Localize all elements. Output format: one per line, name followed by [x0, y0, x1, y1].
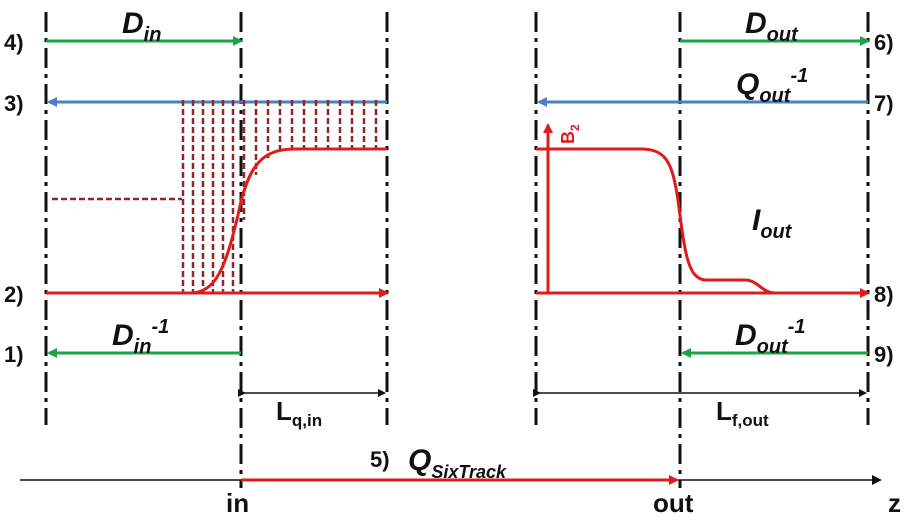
- d-out-inv-label: Dout-1: [735, 316, 806, 358]
- row-number-3: 3): [4, 91, 24, 116]
- out-label: out: [653, 488, 694, 518]
- row-number-6: 6): [874, 30, 894, 55]
- field-fall-curve: [536, 147, 776, 295]
- i-out-label: Iout: [752, 204, 793, 243]
- l-f-out-label: Lf,out: [716, 396, 769, 430]
- b2-label: B2: [558, 124, 582, 144]
- d-in-label: Din: [122, 7, 161, 46]
- q-sixtrack-label: QSixTrack: [408, 444, 507, 482]
- slice-hatching: [52, 100, 378, 293]
- d-out-label: Dout: [745, 7, 799, 46]
- l-q-in-label: Lq,in: [276, 396, 322, 430]
- z-axis-label: z: [888, 488, 901, 518]
- q-out-inv-label: Qout-1: [736, 65, 808, 107]
- field-rise-curve: [189, 147, 387, 295]
- row-number-2: 2): [4, 282, 24, 307]
- row-number-7: 7): [874, 91, 894, 116]
- row-number-5: 5): [370, 447, 390, 472]
- row-number-1: 1): [4, 342, 24, 367]
- boundary-lines: [44, 12, 870, 488]
- in-label: in: [226, 488, 249, 518]
- d-in-inv-label: Din-1: [112, 316, 169, 358]
- row-number-4: 4): [4, 30, 24, 55]
- row-number-9: 9): [874, 342, 894, 367]
- row-number-8: 8): [874, 282, 894, 307]
